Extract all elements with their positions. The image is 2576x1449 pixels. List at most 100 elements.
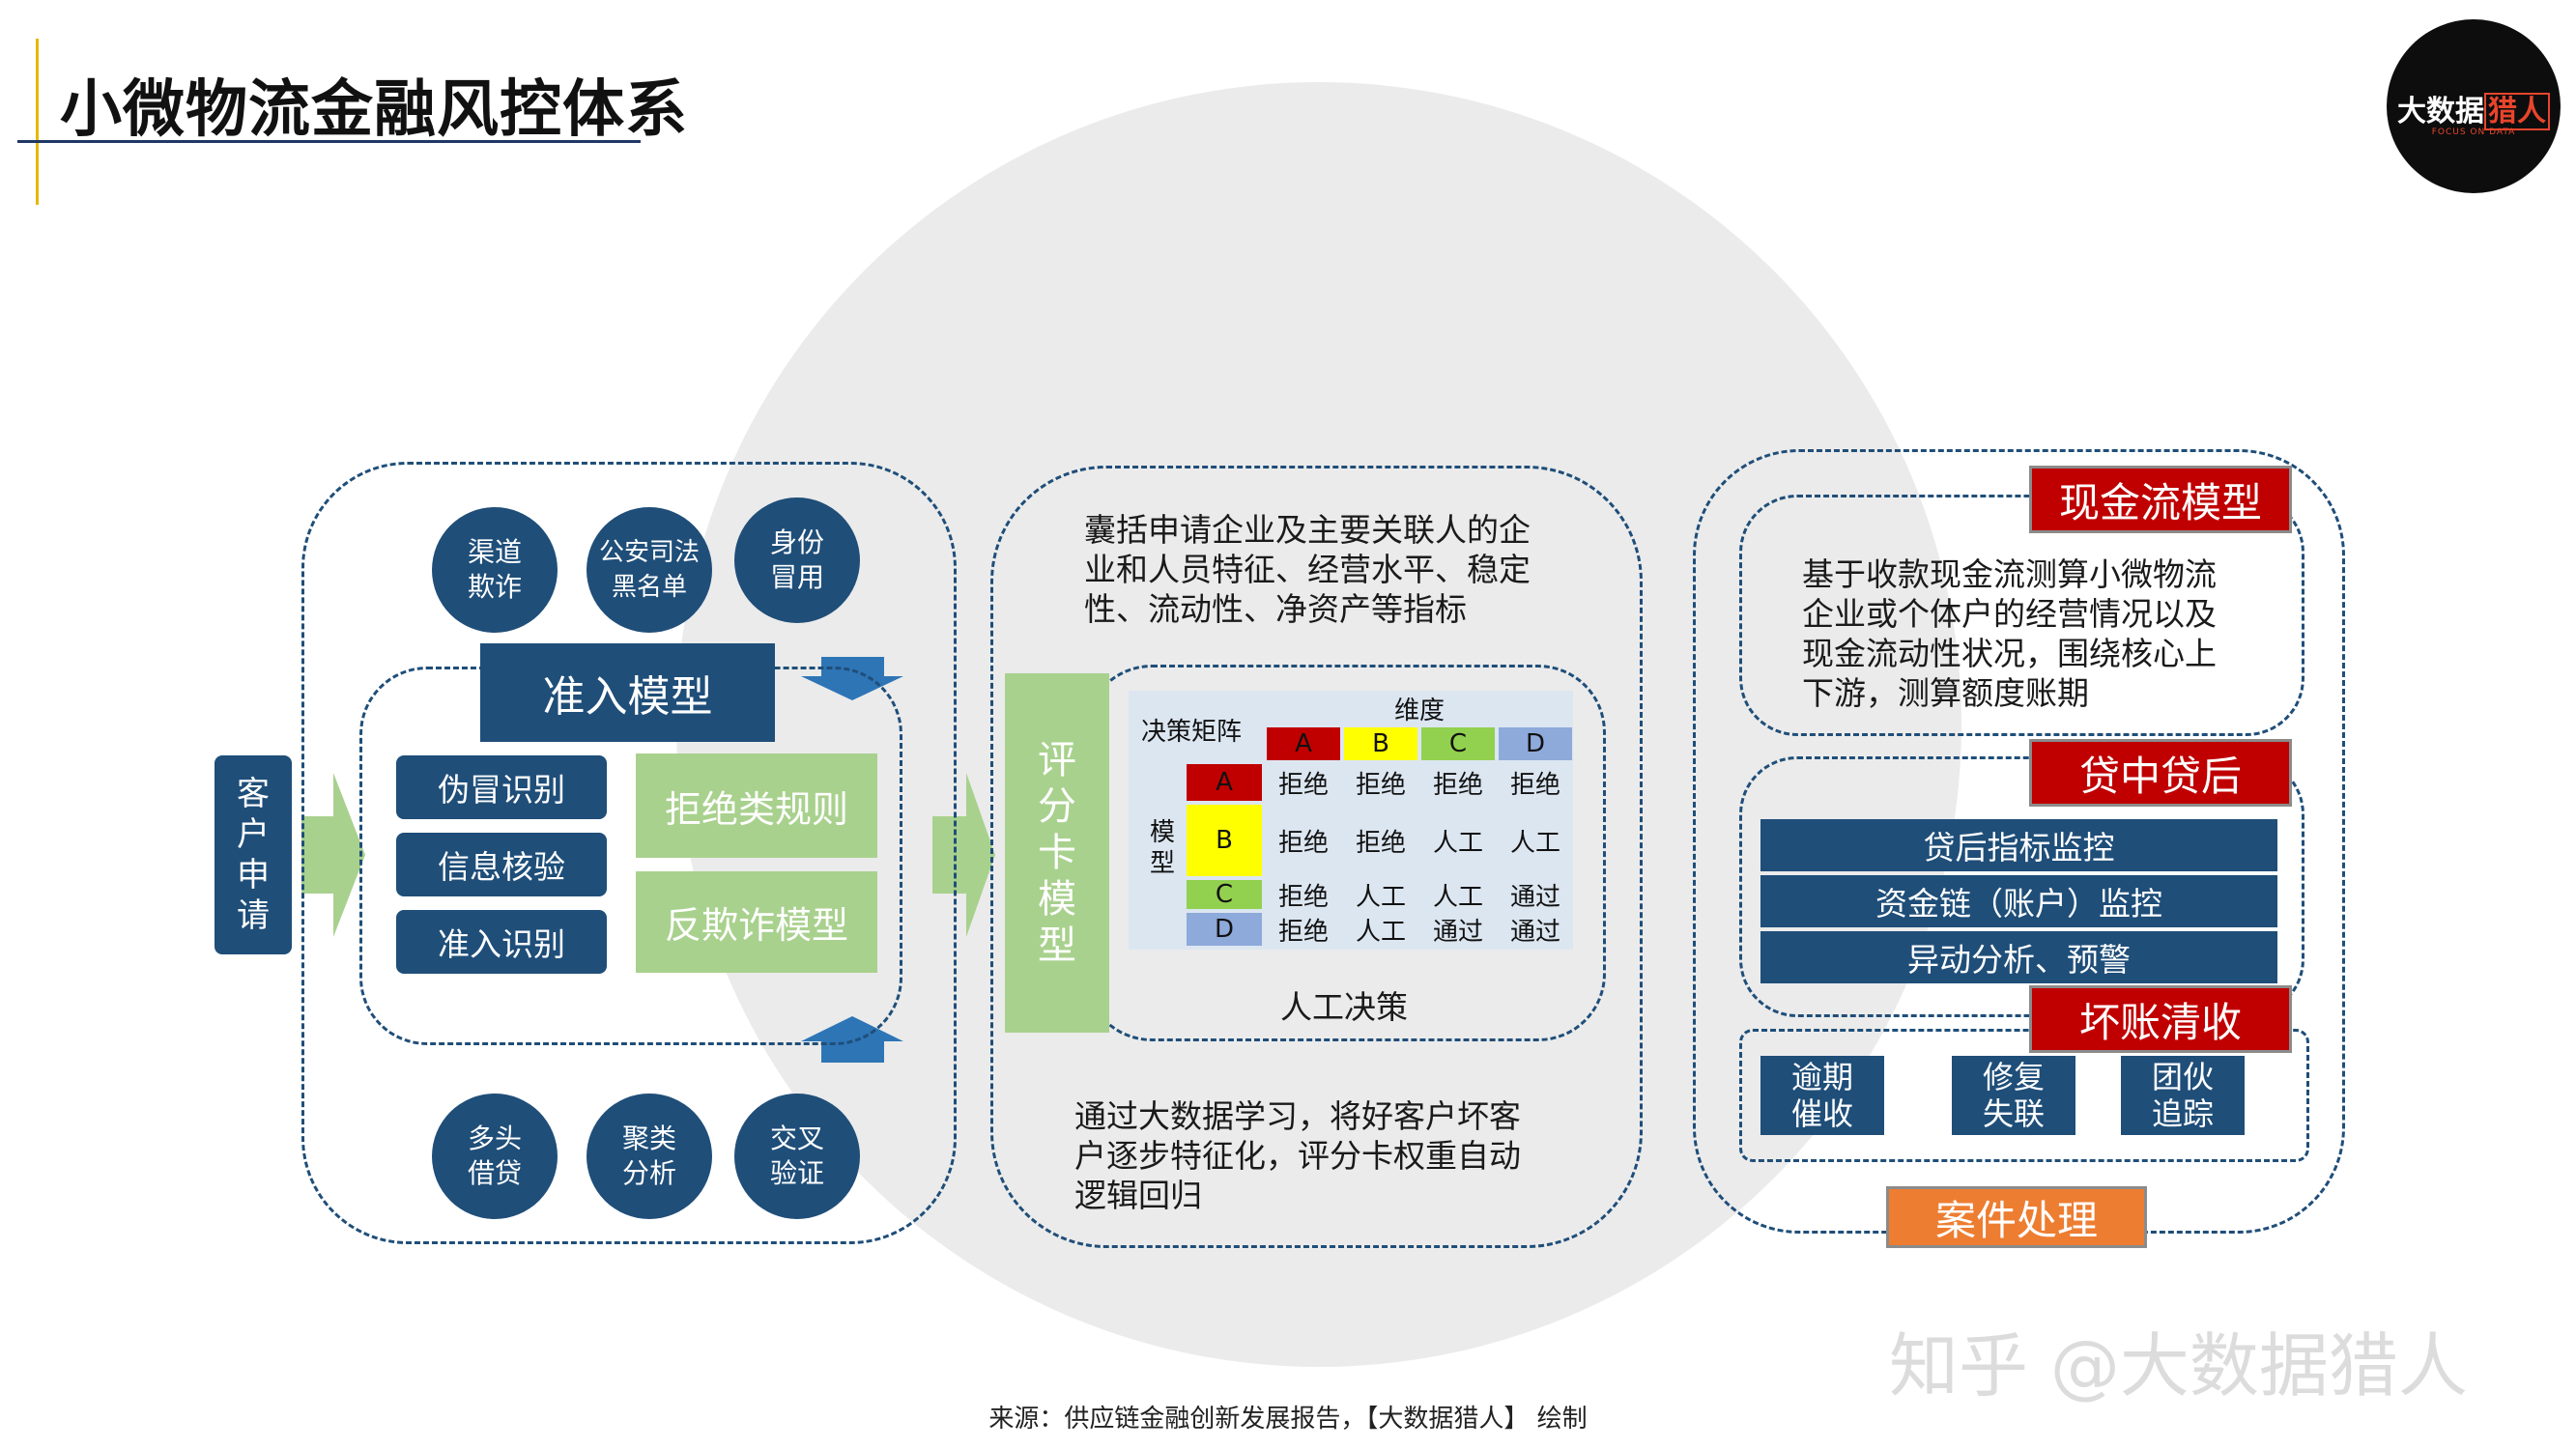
- item-line: 失联: [1982, 1095, 2045, 1132]
- text-line: 通过大数据学习，将好客户坏客: [1074, 1097, 1521, 1135]
- item-line: 团伙: [2151, 1059, 2214, 1095]
- model-char: 型: [1149, 849, 1175, 878]
- item-overdue-collection: 逾期 催收: [1760, 1056, 1884, 1135]
- circle-line: 公安司法: [598, 538, 700, 567]
- scorecard-char: 模: [1038, 877, 1076, 922]
- matrix-col-header: C: [1421, 727, 1495, 760]
- item-line: 追踪: [2151, 1095, 2214, 1132]
- text-line: 逻辑回归: [1074, 1177, 1202, 1214]
- item-access-identification: 准入识别: [396, 910, 607, 974]
- matrix-cell: 通过: [1509, 917, 1560, 947]
- matrix-title: 决策矩阵: [1141, 717, 1243, 747]
- brand-logo: 大数据猎人 FOCUS ON DATA: [2387, 19, 2561, 193]
- circle-line: 验证: [769, 1157, 824, 1189]
- scorecard-description-bottom: 通过大数据学习，将好客户坏客 户逐步特征化，评分卡权重自动 逻辑回归: [1074, 1096, 1521, 1215]
- circle-line: 渠道: [467, 536, 522, 568]
- circle-multi-lending: 多头 借贷: [432, 1094, 558, 1219]
- baddebt-area: [1739, 1029, 2309, 1162]
- item-repair-lost-contact: 修复 失联: [1952, 1056, 2075, 1135]
- title-accent-line: [36, 39, 39, 205]
- text-line: 性、流动性、净资产等指标: [1084, 590, 1467, 628]
- matrix-cell: 通过: [1509, 882, 1560, 912]
- item-info-verification: 信息核验: [396, 833, 607, 896]
- bar-postloan-monitoring: 贷后指标监控: [1760, 819, 2277, 871]
- matrix-col-header: B: [1344, 727, 1417, 760]
- scorecard-char: 型: [1038, 923, 1076, 968]
- case-handling-box: 案件处理: [1886, 1186, 2147, 1248]
- text-line: 企业或个体户的经营情况以及: [1802, 595, 2217, 633]
- inloan-postloan-label: 贷中贷后: [2029, 739, 2292, 807]
- rejection-rules-box: 拒绝类规则: [636, 753, 877, 858]
- circle-cluster-analysis: 聚类 分析: [587, 1094, 712, 1219]
- client-application-box: 客 户 申 请: [215, 755, 292, 954]
- watermark: 知乎 @大数据猎人: [1889, 1325, 2468, 1406]
- matrix-cell: 人工: [1509, 828, 1560, 858]
- logo-subtext: FOCUS ON DATA: [2431, 128, 2516, 137]
- circle-line: 多头: [467, 1122, 522, 1154]
- client-char: 户: [237, 815, 270, 854]
- model-char: 模: [1149, 818, 1175, 847]
- matrix-row-header: A: [1187, 764, 1262, 801]
- scorecard-char: 卡: [1038, 831, 1076, 875]
- item-impersonation-detect: 伪冒识别: [396, 755, 607, 819]
- circle-line: 借贷: [467, 1157, 522, 1189]
- circle-line: 黑名单: [611, 573, 687, 602]
- client-char: 请: [237, 896, 270, 935]
- bar-anomaly-warning: 异动分析、预警: [1760, 931, 2277, 983]
- client-char: 客: [237, 775, 270, 813]
- text-line: 现金流动性状况，围绕核心上: [1802, 635, 2217, 672]
- matrix-cell: 拒绝: [1277, 917, 1329, 947]
- text-line: 业和人员特征、经营水平、稳定: [1084, 551, 1531, 588]
- left-section: [301, 462, 957, 1244]
- logo-text: 大数据: [2397, 95, 2484, 128]
- manual-decision-label: 人工决策: [1280, 988, 1408, 1026]
- bad-debt-collection-label: 坏账清收: [2029, 985, 2292, 1053]
- circle-police-blacklist: 公安司法 黑名单: [587, 507, 712, 633]
- matrix-row-header: C: [1187, 880, 1262, 909]
- circle-line: 分析: [621, 1157, 676, 1189]
- matrix-cell: 通过: [1432, 917, 1483, 947]
- cashflow-model-label: 现金流模型: [2029, 466, 2292, 533]
- circle-line: 身份: [769, 526, 824, 558]
- matrix-cell: 人工: [1355, 917, 1406, 947]
- source-footer: 来源：供应链金融创新发展报告，【大数据猎人】 绘制: [988, 1405, 1588, 1434]
- circle-line: 冒用: [769, 561, 824, 593]
- matrix-dimension-label: 维度: [1393, 696, 1445, 725]
- matrix-row-header: B: [1187, 805, 1262, 876]
- scorecard-char: 分: [1038, 784, 1076, 829]
- scorecard-description-top: 囊括申请企业及主要关联人的企 业和人员特征、经营水平、稳定 性、流动性、净资产等…: [1084, 510, 1531, 629]
- text-line: 户逐步特征化，评分卡权重自动: [1074, 1137, 1521, 1175]
- circle-line: 聚类: [621, 1122, 676, 1154]
- circle-cross-validation: 交叉 验证: [734, 1094, 860, 1219]
- matrix-cell: 拒绝: [1277, 770, 1329, 800]
- bar-funding-chain-monitoring: 资金链（账户）监控: [1760, 875, 2277, 927]
- item-line: 催收: [1790, 1095, 1853, 1132]
- matrix-cell: 拒绝: [1277, 828, 1329, 858]
- client-char: 申: [237, 856, 270, 895]
- circle-line: 交叉: [769, 1122, 824, 1154]
- matrix-cell: 拒绝: [1355, 828, 1406, 858]
- middle-section: [990, 466, 1643, 1248]
- matrix-model-label: 模 型: [1129, 805, 1196, 892]
- matrix-cell: 拒绝: [1432, 770, 1483, 800]
- matrix-cell: 拒绝: [1355, 770, 1406, 800]
- matrix-cell: 拒绝: [1509, 770, 1560, 800]
- matrix-col-header: D: [1499, 727, 1572, 760]
- cashflow-area: [1739, 495, 2304, 736]
- title-underline: [17, 140, 641, 143]
- scorecard-model-box: 评 分 卡 模 型: [1005, 673, 1109, 1033]
- inloan-area: [1739, 756, 2304, 1017]
- matrix-cell: 拒绝: [1277, 882, 1329, 912]
- circle-identity-theft: 身份 冒用: [734, 497, 860, 623]
- circle-line: 欺诈: [467, 571, 522, 603]
- matrix-cell: 人工: [1355, 882, 1406, 912]
- text-line: 囊括申请企业及主要关联人的企: [1084, 511, 1531, 549]
- circle-channel-fraud: 渠道 欺诈: [432, 507, 558, 633]
- matrix-cell: 人工: [1432, 882, 1483, 912]
- item-line: 逾期: [1790, 1059, 1853, 1095]
- logo-text-highlight: 猎人: [2484, 93, 2550, 130]
- matrix-row-header: D: [1187, 913, 1262, 946]
- item-line: 修复: [1982, 1059, 2045, 1095]
